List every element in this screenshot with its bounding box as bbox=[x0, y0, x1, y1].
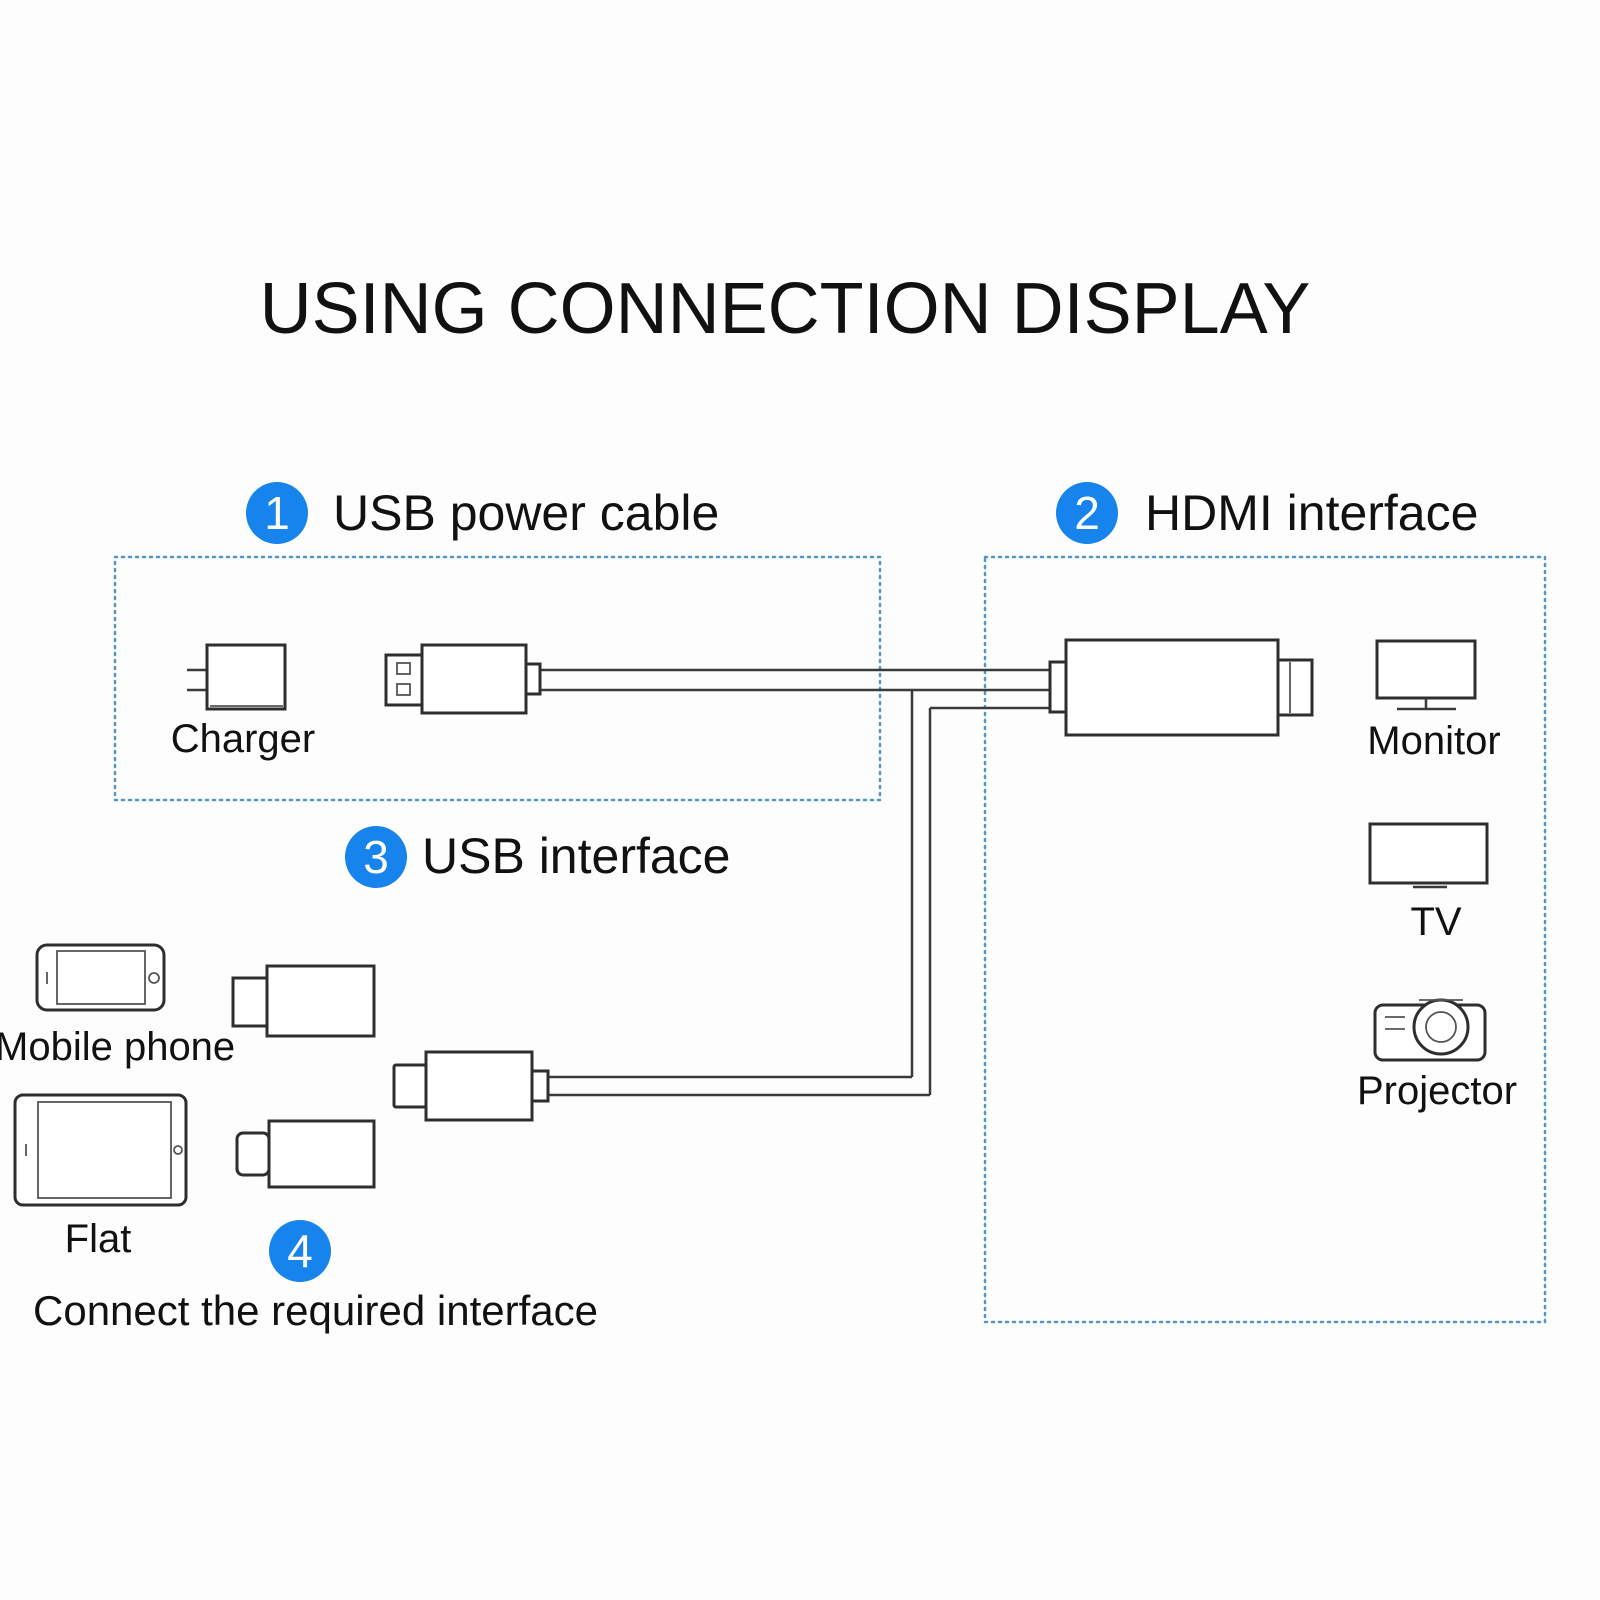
projector-icon: Projector bbox=[1357, 998, 1517, 1113]
step-2-badge bbox=[1056, 482, 1118, 544]
connect-label: Connect the required interface bbox=[33, 1287, 598, 1334]
hdmi-section-box bbox=[983, 555, 1547, 1324]
cable-wires bbox=[540, 668, 1050, 1097]
step-2-number: 2 bbox=[1074, 487, 1100, 539]
step-1-badge bbox=[246, 482, 308, 544]
projector-label: Projector bbox=[1357, 1069, 1517, 1113]
step-4-badge bbox=[269, 1220, 331, 1282]
tablet-icon: Flat bbox=[13, 1093, 188, 1261]
usb-interface-heading: 3 USB interface bbox=[345, 826, 730, 888]
hdmi-heading: 2 HDMI interface bbox=[1056, 482, 1478, 544]
flat-label: Flat bbox=[65, 1217, 132, 1261]
mobile-phone-icon: Mobile phone bbox=[0, 943, 235, 1069]
usb-power-heading: 1 USB power cable bbox=[246, 482, 719, 544]
usb-interface-plug bbox=[392, 1050, 550, 1122]
usb-a-plug bbox=[384, 643, 542, 715]
step-4-number: 4 bbox=[287, 1225, 313, 1277]
page-title: USING CONNECTION DISPLAY bbox=[260, 269, 1311, 349]
charger-label: Charger bbox=[171, 717, 316, 761]
usb-interface-label: USB interface bbox=[422, 828, 730, 884]
tv-label: TV bbox=[1410, 900, 1461, 944]
usb-power-label: USB power cable bbox=[333, 485, 719, 541]
tablet-adapter bbox=[235, 1119, 376, 1189]
hdmi-label: HDMI interface bbox=[1145, 485, 1478, 541]
monitor-label: Monitor bbox=[1367, 719, 1500, 763]
tv-icon: TV bbox=[1368, 822, 1489, 944]
connect-heading: 4 Connect the required interface bbox=[33, 1220, 598, 1334]
monitor-icon: Monitor bbox=[1367, 639, 1501, 763]
phone-adapter bbox=[231, 964, 376, 1038]
mobile-phone-label: Mobile phone bbox=[0, 1025, 235, 1069]
step-3-number: 3 bbox=[363, 831, 389, 883]
hdmi-plug bbox=[1048, 638, 1314, 737]
step-3-badge bbox=[345, 826, 407, 888]
step-1-number: 1 bbox=[264, 487, 290, 539]
charger-icon: Charger bbox=[171, 643, 316, 761]
